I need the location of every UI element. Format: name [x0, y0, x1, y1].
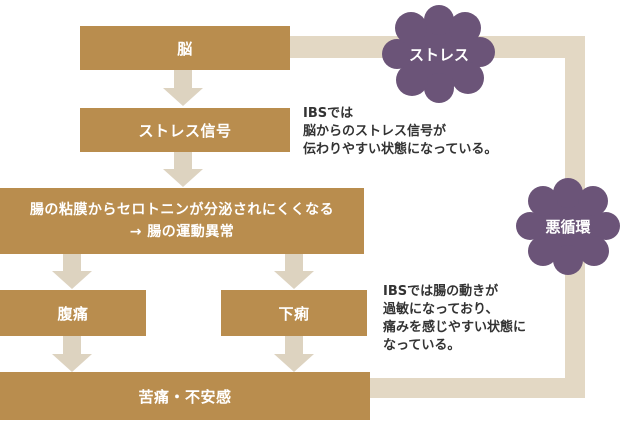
stress-signal-box: ストレス信号 — [80, 108, 290, 152]
distress-box: 苦痛・不安感 — [0, 372, 370, 420]
abdominal-pain-box: 腹痛 — [0, 290, 146, 336]
abdominal-pain-label: 腹痛 — [57, 304, 89, 323]
stress-cloud — [382, 5, 495, 103]
note2-line-1: IBSでは腸の動きが — [383, 284, 499, 299]
note1-line-3: 伝わりやすい状態になっている。 — [303, 142, 498, 157]
note2-line-2: 過敏になっており、 — [383, 302, 499, 317]
serotonin-line-1: 腸の粘膜からセロトニンが分泌されにくくなる — [29, 202, 335, 218]
arrow-serotonin-to-diarrhea — [274, 253, 314, 289]
vicious-cycle-cloud — [516, 178, 620, 275]
serotonin-line-2: → 腸の運動異常 — [129, 224, 235, 240]
stress-cloud-label: ストレス — [408, 45, 469, 64]
note1-line-2: 脳からのストレス信号が — [303, 124, 447, 139]
note-hypersensitivity: IBSでは腸の動きが 過敏になっており、 痛みを感じやすい状態に なっている。 — [383, 283, 526, 355]
distress-label: 苦痛・不安感 — [138, 387, 232, 406]
serotonin-box: 腸の粘膜からセロトニンが分泌されにくくなる → 腸の運動異常 — [0, 188, 364, 254]
note1-line-1: IBSでは — [303, 106, 354, 121]
brain-label: 脳 — [177, 39, 193, 58]
arrow-pain-to-distress — [52, 336, 92, 372]
diarrhea-box: 下痢 — [221, 290, 367, 336]
brain-box: 脳 — [80, 26, 290, 70]
diarrhea-label: 下痢 — [278, 304, 310, 323]
loop-band-bottom — [370, 378, 585, 398]
arrow-brain-to-signal — [163, 70, 203, 106]
note-stress-signal: IBSでは 脳からのストレス信号が 伝わりやすい状態になっている。 — [303, 105, 497, 159]
stress-signal-label: ストレス信号 — [138, 121, 232, 140]
note2-line-3: 痛みを感じやすい状態に — [383, 320, 527, 335]
arrow-diarrhea-to-distress — [274, 336, 314, 372]
note2-line-4: なっている。 — [383, 338, 461, 353]
vicious-cycle-cloud-label: 悪循環 — [545, 217, 591, 236]
arrow-serotonin-to-pain — [52, 253, 92, 289]
arrow-signal-to-serotonin — [163, 151, 203, 187]
